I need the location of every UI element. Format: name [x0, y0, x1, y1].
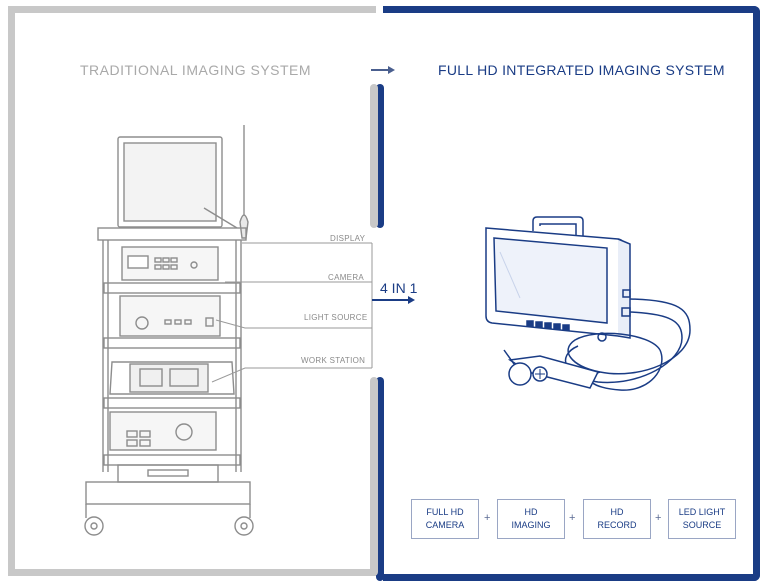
left-edge-lower	[370, 377, 378, 576]
feature-hd-record: HD RECORD	[583, 499, 651, 539]
divider-segment-lower	[376, 377, 384, 581]
hd-monitor-icon	[485, 216, 631, 342]
feature-line1: HD	[524, 507, 538, 517]
left-edge-upper	[370, 84, 378, 228]
callout-camera: CAMERA	[328, 273, 365, 282]
feature-line2: CAMERA	[425, 520, 465, 530]
four-in-one-label: 4 IN 1	[380, 280, 418, 296]
plus-sign: +	[655, 512, 662, 524]
feature-led-light-source: LED LIGHT SOURCE	[668, 499, 736, 539]
camera-scope-cable-icon	[503, 298, 691, 391]
callout-work-station: WORK STATION	[301, 356, 366, 365]
feature-line1: HD	[610, 507, 624, 517]
feature-line2: SOURCE	[682, 520, 722, 530]
feature-line1: LED LIGHT	[678, 507, 726, 517]
divider-segment-upper	[376, 84, 384, 228]
integrated-system-title: FULL HD INTEGRATED IMAGING SYSTEM	[438, 62, 725, 78]
traditional-system-panel	[8, 6, 376, 576]
feature-line2: RECORD	[597, 520, 637, 530]
plus-sign: +	[484, 512, 491, 524]
callout-leader-lines	[211, 242, 373, 383]
callout-display: DISPLAY	[330, 234, 366, 243]
feature-full-hd-camera: FULL HD CAMERA	[411, 499, 479, 539]
feature-line2: IMAGING	[511, 520, 551, 530]
transition-arrow-icon	[371, 66, 395, 74]
feature-line1: FULL HD	[426, 507, 464, 517]
traditional-system-title: TRADITIONAL IMAGING SYSTEM	[80, 62, 312, 78]
plus-sign: +	[569, 512, 576, 524]
merge-arrow-icon	[372, 296, 415, 304]
endoscopy-cart-icon	[84, 125, 254, 536]
callout-light-source: LIGHT SOURCE	[304, 313, 368, 322]
feature-hd-imaging: HD IMAGING	[497, 499, 565, 539]
